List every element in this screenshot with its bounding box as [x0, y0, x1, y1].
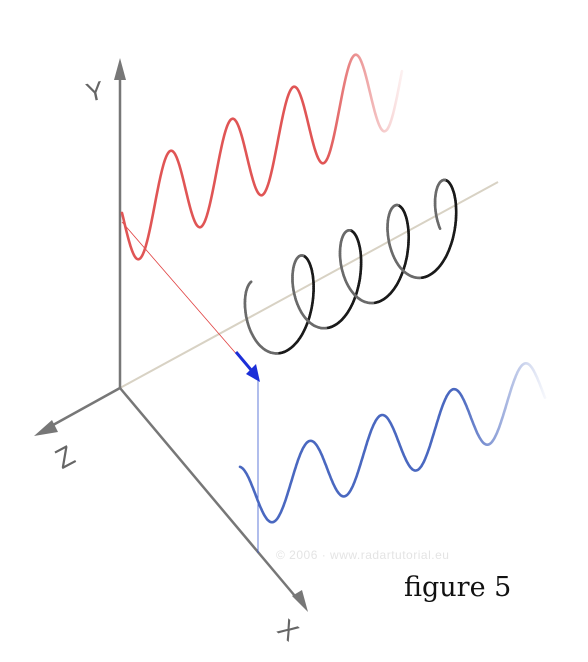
y-axis-arrowhead	[114, 58, 126, 80]
propagation-axis-line	[119, 181, 499, 389]
helix-spiral	[243, 178, 458, 355]
red-sine-wave	[120, 53, 404, 261]
x-axis-line	[119, 387, 301, 603]
red-projection-line	[121, 221, 253, 373]
field-vector-arrow	[234, 351, 254, 372]
blue-sine-wave	[238, 361, 547, 524]
z-axis-label: Z	[50, 439, 80, 474]
field-vector-arrowhead	[246, 364, 260, 382]
x-axis-arrowhead	[292, 590, 308, 612]
copyright-watermark: © 2006 · www.radartutorial.eu	[276, 548, 450, 562]
helix-segment	[437, 225, 442, 230]
figure-caption: figure 5	[404, 572, 512, 603]
z-axis-arrowhead	[34, 420, 58, 436]
z-axis-line	[43, 386, 121, 432]
y-axis-label: Y	[83, 75, 106, 108]
x-axis-label: X	[272, 613, 305, 647]
